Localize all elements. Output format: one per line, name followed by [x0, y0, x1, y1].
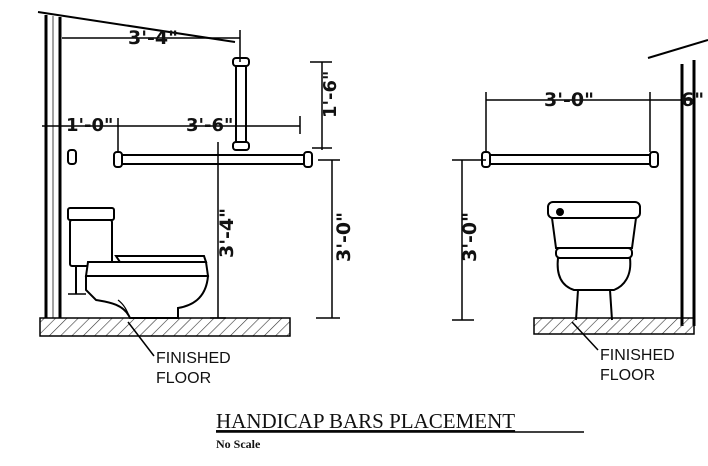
- dim-label-bar-height: 3'-0": [333, 212, 355, 262]
- rear-view: 3'-0" 6" 3'-0" FINISHED FLOOR: [452, 39, 708, 384]
- dim-line-top-side: [62, 30, 241, 62]
- dim-label-wall-offset: 6": [681, 89, 704, 111]
- floor-label-rear-2: FLOOR: [600, 367, 655, 384]
- ceiling-line-right: [647, 39, 708, 59]
- dim-label-bar-offset: 1'-0": [66, 115, 113, 136]
- floor-label-side-2: FLOOR: [156, 370, 211, 387]
- floor-slab: [39, 317, 291, 337]
- drawing-subtitle: No Scale: [216, 437, 261, 451]
- rear-grab-bar: [481, 151, 659, 168]
- dim-line-middle-side: [42, 116, 301, 152]
- side-view: 3'-4" 1'-0" 3'-6" 1'-6" 3'-4" 3'-0": [37, 11, 355, 387]
- dim-label-rear-bar-length: 3'-0": [544, 89, 594, 111]
- toilet-side-view: [67, 207, 210, 319]
- toilet-front-view: [547, 201, 641, 321]
- drawing-title: HANDICAP BARS PLACEMENT: [216, 409, 515, 433]
- floor-leader-side: [127, 321, 155, 357]
- dim-line-vertical-height: [210, 142, 226, 319]
- wall-bar-end-left: [67, 149, 77, 165]
- side-wall: [680, 60, 696, 326]
- dim-label-rear-bar-height: 3'-0": [459, 212, 481, 262]
- back-wall: [44, 15, 62, 318]
- vertical-grab-bar: [232, 57, 250, 151]
- floor-slab-rear: [533, 317, 695, 335]
- dim-label-vertical-bar: 1'-6": [320, 71, 341, 118]
- dim-line-rear-height: [452, 159, 486, 321]
- dim-label-bar-length: 3'-6": [186, 115, 233, 136]
- floor-label-rear-1: FINISHED: [600, 347, 675, 364]
- floor-leader-rear: [571, 321, 599, 351]
- dim-label-vertical-height: 3'-4": [216, 208, 238, 258]
- dim-label-bar-from-wall: 3'-4": [128, 27, 178, 49]
- floor-label-side-1: FINISHED: [156, 350, 231, 367]
- dim-line-vertical-bar: [310, 61, 332, 150]
- dim-line-bar-height: [316, 159, 340, 319]
- dim-line-top-rear: [485, 92, 692, 152]
- horizontal-grab-bar: [113, 151, 313, 168]
- ceiling-line: [37, 11, 236, 43]
